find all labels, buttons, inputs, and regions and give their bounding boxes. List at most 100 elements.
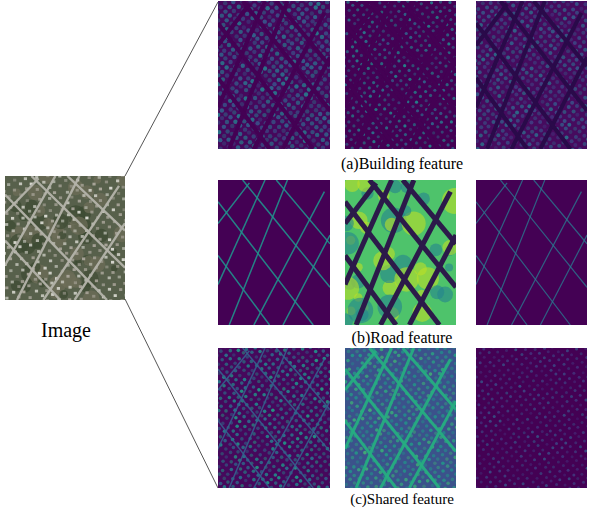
feature-dot	[401, 87, 404, 90]
feature-dot	[261, 439, 265, 443]
feature-dot	[403, 124, 406, 127]
feature-dot	[519, 97, 523, 101]
feature-dot	[218, 384, 219, 388]
feature-dot	[271, 408, 275, 412]
feature-dot	[526, 79, 530, 83]
road-line	[534, 180, 587, 244]
feature-dot	[291, 51, 295, 55]
feature-dot	[572, 71, 576, 75]
feature-dot	[563, 63, 567, 67]
feature-dot	[437, 75, 440, 78]
feature-dot	[222, 477, 226, 481]
feature-dot	[577, 138, 581, 142]
feature-dot	[309, 65, 313, 69]
feature-dot	[497, 38, 501, 42]
feature-dot	[295, 475, 299, 479]
feature-dot	[231, 1, 235, 4]
feature-dot	[261, 487, 265, 488]
feature-dot	[232, 55, 236, 59]
feature-dot	[320, 1, 324, 2]
feature-dot	[353, 133, 356, 136]
road-line	[254, 192, 325, 325]
feature-dot	[257, 444, 261, 448]
feature-dot	[236, 450, 240, 454]
feature-dot	[305, 359, 309, 363]
feature-dot	[229, 451, 233, 455]
feature-dot	[219, 5, 223, 9]
feature-map	[218, 1, 330, 149]
feature-dot	[248, 46, 252, 50]
feature-dot	[531, 138, 535, 142]
feature-dot	[228, 13, 232, 17]
feature-dot	[397, 101, 400, 104]
feature-dot	[318, 455, 322, 459]
feature-dot	[234, 416, 238, 420]
feature-dot	[363, 31, 366, 34]
feature-dot	[247, 420, 251, 424]
feature-dot	[305, 62, 309, 66]
feature-dot	[238, 132, 242, 136]
feature-dot	[575, 113, 579, 117]
feature-dot	[536, 56, 540, 60]
feature-dot	[324, 132, 328, 136]
feature-dot	[218, 18, 220, 22]
road-line	[500, 180, 587, 287]
feature-dot	[317, 104, 321, 108]
feature-dot	[368, 34, 371, 37]
feature-dot	[300, 41, 304, 45]
feature-dot	[587, 91, 588, 95]
feature-dot	[567, 12, 571, 16]
feature-dot	[529, 11, 533, 15]
feature-dot	[317, 348, 321, 349]
feature-dot	[317, 448, 321, 452]
feature-dot	[304, 436, 308, 440]
feature-dot	[301, 348, 305, 351]
feature-dot	[346, 359, 350, 363]
feature-dot	[350, 138, 353, 141]
feature-dot	[529, 121, 533, 125]
feature-dot	[292, 348, 296, 351]
feature-dot	[409, 128, 412, 131]
feature-dot	[239, 476, 243, 480]
feature-dot	[275, 51, 279, 55]
feature-dot	[275, 60, 279, 64]
feature-dot	[293, 403, 297, 407]
feature-dot	[400, 138, 403, 141]
road-line	[218, 421, 270, 488]
feature-dot	[229, 460, 233, 464]
feature-dot	[238, 76, 242, 80]
feature-dot	[500, 120, 504, 124]
feature-dot	[223, 103, 227, 107]
feature-dot	[556, 42, 560, 46]
feature-dot	[269, 348, 273, 349]
feature-dot	[501, 35, 505, 39]
feature-dot	[420, 113, 423, 116]
feature-dot	[252, 478, 256, 482]
feature-map	[476, 180, 587, 325]
feature-dot	[486, 61, 490, 65]
feature-dot	[281, 416, 285, 420]
feature-dot	[448, 110, 451, 113]
feature-dot	[330, 145, 331, 149]
feature-dot	[241, 446, 245, 450]
feature-dot	[286, 390, 290, 394]
feature-dot	[306, 126, 310, 130]
feature-dot	[307, 376, 311, 380]
feature-dot	[255, 466, 259, 470]
feature-dot	[318, 120, 322, 124]
feature-dot	[225, 417, 229, 421]
feature-dot	[486, 117, 490, 121]
feature-dot	[235, 433, 239, 437]
feature-dot	[402, 56, 405, 59]
road-line	[476, 183, 507, 224]
feature-dot	[309, 409, 313, 413]
feature-dot	[374, 108, 377, 111]
feature-dot	[398, 69, 401, 72]
feature-dot	[533, 7, 537, 11]
feature-dot	[550, 13, 554, 17]
feature-dot	[497, 30, 501, 34]
feature-dot	[345, 135, 347, 138]
feature-dot	[582, 40, 586, 44]
feature-dot	[268, 413, 272, 417]
feature-dot	[431, 72, 434, 75]
